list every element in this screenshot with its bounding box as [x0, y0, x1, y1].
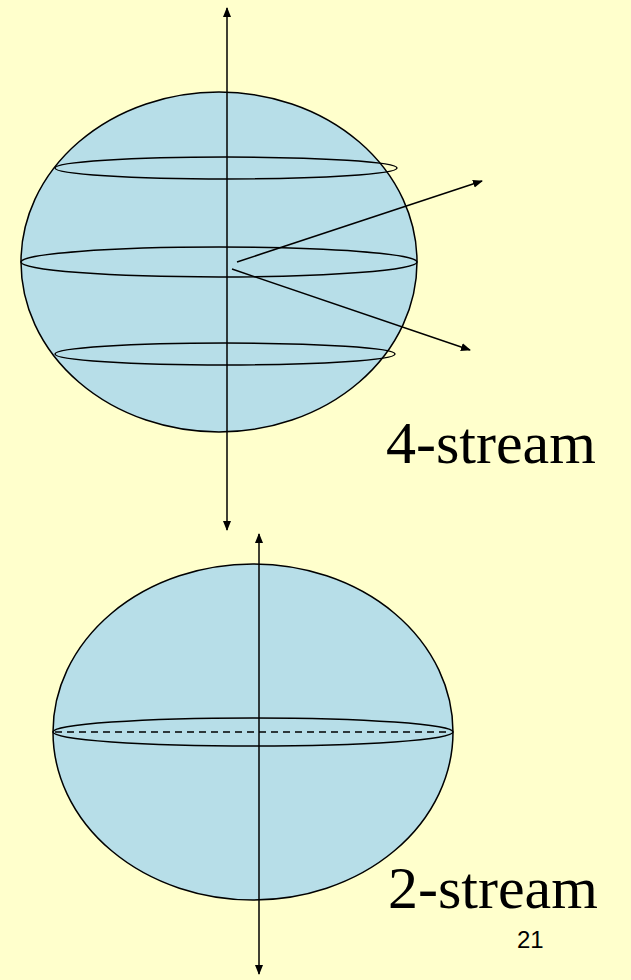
axis-arrow [258, 534, 260, 732]
sphere [21, 92, 417, 432]
equator-ring [53, 718, 453, 746]
latitude-ring [55, 157, 397, 179]
stream-arrow [232, 269, 470, 350]
stream-label: 4-stream [386, 413, 596, 473]
latitude-ring [21, 247, 417, 277]
axis-arrow [226, 262, 228, 530]
equator-dashed [55, 731, 451, 733]
latitude-ring [55, 343, 395, 365]
stream-arrow [237, 181, 482, 262]
page-number: 21 [517, 928, 544, 952]
sphere [53, 564, 453, 900]
axis-arrow [258, 732, 260, 974]
stream-label: 2-stream [388, 858, 598, 918]
axis-arrow [226, 8, 228, 262]
